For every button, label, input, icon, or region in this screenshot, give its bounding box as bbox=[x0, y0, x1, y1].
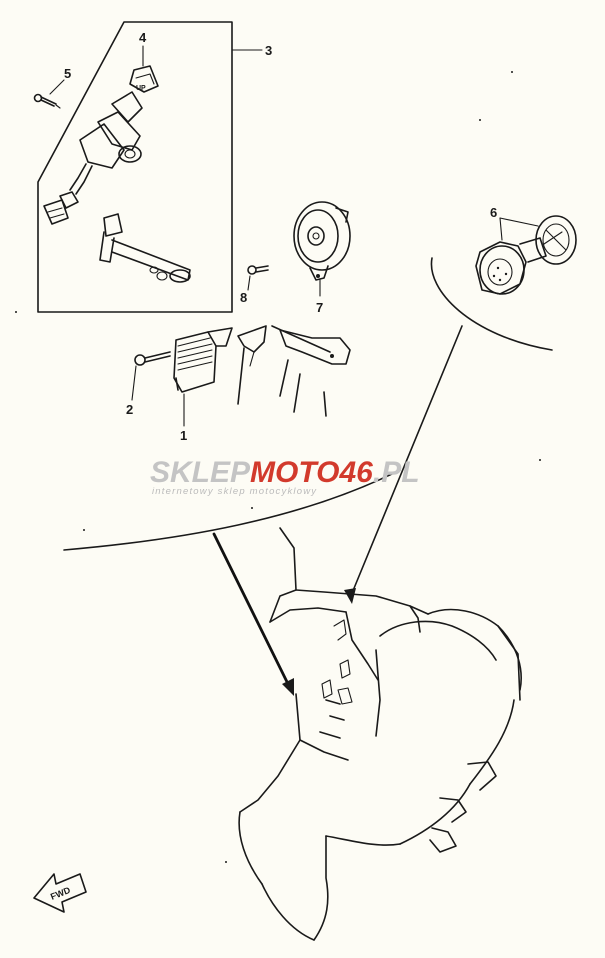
main-switch-assembly-group: 3 bbox=[37, 21, 272, 313]
watermark-brand-b: MOTO bbox=[250, 456, 339, 489]
callout-2: 2 bbox=[126, 402, 133, 417]
callout-3: 3 bbox=[265, 43, 272, 58]
forward-direction-arrow: FWD bbox=[33, 873, 87, 913]
screw-part: 5 bbox=[33, 66, 71, 109]
svg-text:SKLEPMOTO46.PL: SKLEPMOTO46.PL bbox=[150, 456, 420, 489]
callout-4: 4 bbox=[139, 30, 147, 45]
callout-8: 8 bbox=[240, 290, 247, 305]
callout-2-leader bbox=[131, 365, 137, 401]
callout-6-leader-a bbox=[499, 217, 503, 241]
watermark: SKLEPMOTO46.PL internetowy sklep motocyk… bbox=[150, 456, 420, 497]
callout-5: 5 bbox=[64, 66, 71, 81]
watermark-brand-c: 46 bbox=[338, 456, 373, 489]
watermark-tagline: internetowy sklep motocyklowy bbox=[152, 486, 317, 497]
bolt-part: 8 bbox=[240, 265, 269, 305]
meter-pointer bbox=[349, 325, 463, 599]
key-cap-part: UP 4 bbox=[129, 30, 159, 93]
frame-section bbox=[237, 325, 351, 417]
detail-bubble-meter bbox=[430, 257, 553, 351]
callout-6: 6 bbox=[490, 205, 497, 220]
seat-lock-lever-part bbox=[99, 213, 191, 283]
horn-part: 7 bbox=[293, 201, 351, 315]
speckles bbox=[15, 71, 541, 863]
callout-6-leader-b bbox=[499, 217, 539, 227]
callout-5-leader bbox=[49, 79, 65, 95]
watermark-brand-d: .PL bbox=[373, 456, 420, 489]
callout-8-leader bbox=[247, 275, 251, 291]
assembly-frame bbox=[37, 21, 233, 313]
meter-part: 6 bbox=[344, 205, 577, 604]
watermark-brand-a: SKLEP bbox=[150, 456, 251, 489]
ignition-switch-part bbox=[43, 91, 143, 225]
main-pointer bbox=[212, 532, 292, 690]
callout-7: 7 bbox=[316, 300, 323, 315]
bolt-small-part: 2 bbox=[126, 351, 171, 417]
callout-1: 1 bbox=[180, 428, 187, 443]
scooter-outline bbox=[238, 527, 522, 941]
detail-curve-main bbox=[63, 469, 401, 696]
svg-text:UP: UP bbox=[136, 85, 146, 92]
rectifier-part: 1 bbox=[173, 327, 233, 443]
